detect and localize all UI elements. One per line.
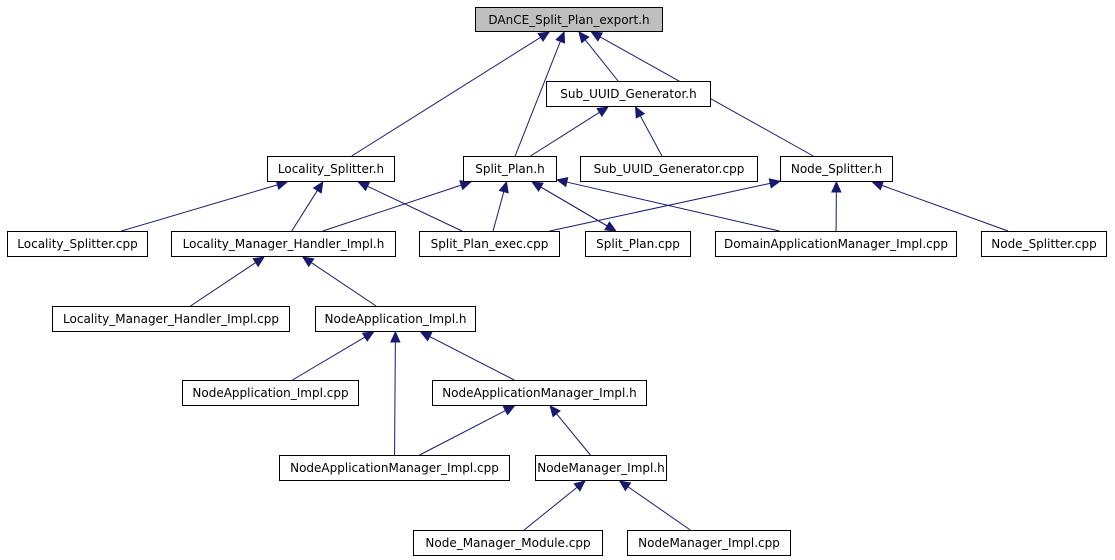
edge-nm_module_cpp-to-nm_impl_h: [523, 486, 578, 531]
arrowhead-sub_uuid_h-to-root: [578, 31, 590, 44]
edge-split_plan_exec_cpp-to-locality_splitter_h: [367, 185, 463, 232]
arrowhead-na_impl_cpp-to-na_impl_h: [361, 331, 375, 342]
edge-split_plan_exec_cpp-to-node_splitter_h: [549, 182, 771, 232]
arrowhead-nam_impl_cpp-to-nam_impl_h: [502, 405, 516, 416]
edge-nam_impl_cpp-to-na_impl_h: [394, 341, 396, 456]
edge-nam_impl_cpp-to-nam_impl_h: [419, 410, 506, 456]
node-root-header: DAnCE_Split_Plan_export.h: [475, 7, 663, 32]
node-domain-application-manager-impl-cpp[interactable]: DomainApplicationManager_Impl.cpp: [715, 231, 957, 257]
edge-sub_uuid_cpp-to-sub_uuid_h: [639, 115, 663, 157]
arrowhead-node_splitter_h-to-root: [590, 31, 604, 42]
arrowhead-na_impl_h-to-lmh_impl_h: [301, 256, 315, 268]
edge-split_plan_h-to-root: [514, 41, 561, 157]
node-nodeapplicationmanager-impl-cpp[interactable]: NodeApplicationManager_Impl.cpp: [279, 455, 510, 481]
arrowhead-lmh_impl_cpp-to-lmh_impl_h: [252, 256, 266, 268]
edge-sub_uuid_h-to-root: [584, 39, 619, 82]
arrowhead-nm_impl_h-to-nam_impl_h: [549, 405, 561, 418]
edge-lmh_impl_h-to-locality_splitter_h: [291, 190, 318, 232]
edge-locality_splitter_cpp-to-locality_splitter_h: [121, 184, 278, 232]
node-nodeapplication-impl-cpp[interactable]: NodeApplication_Impl.cpp: [182, 380, 359, 406]
arrowhead-locality_splitter_h-to-root: [537, 31, 551, 43]
node-node-splitter-h[interactable]: Node_Splitter.h: [780, 156, 893, 182]
node-locality-manager-handler-impl-cpp[interactable]: Locality_Manager_Handler_Impl.cpp: [52, 306, 290, 332]
arrowhead-split_plan_h-to-sub_uuid_h: [596, 106, 609, 118]
edge-split_plan_exec_cpp-to-split_plan_h: [492, 191, 505, 232]
edge-locality_splitter_h-to-root: [351, 36, 541, 157]
arrowhead-lmh_impl_h-to-split_plan_h: [459, 180, 472, 191]
arrowhead-dam_impl_cpp-to-node_splitter_h: [831, 180, 842, 193]
node-split-plan-cpp[interactable]: Split_Plan.cpp: [585, 231, 691, 257]
edge-dam_impl_cpp-to-split_plan_h: [566, 181, 780, 232]
node-sub-uuid-generator-cpp[interactable]: Sub_UUID_Generator.cpp: [580, 156, 758, 182]
arrowhead-lmh_impl_h-to-locality_splitter_h: [312, 180, 324, 194]
edge-node_splitter_cpp-to-node_splitter_h: [881, 184, 1009, 232]
edge-split_plan_h-to-sub_uuid_h: [530, 111, 600, 157]
edge-split_plan_h-to-split_plan_cpp: [531, 181, 608, 227]
node-sub-uuid-generator-h[interactable]: Sub_UUID_Generator.h: [546, 81, 711, 107]
node-locality-splitter-h[interactable]: Locality_Splitter.h: [267, 156, 395, 182]
arrowhead-nam_impl_h-to-na_impl_h: [419, 331, 433, 342]
node-locality-manager-handler-impl-h[interactable]: Locality_Manager_Handler_Impl.h: [171, 231, 396, 257]
edge-na_impl_h-to-lmh_impl_h: [310, 262, 377, 307]
node-split-plan-h[interactable]: Split_Plan.h: [463, 156, 557, 182]
edge-nm_impl_h-to-nam_impl_h: [556, 413, 591, 456]
arrowhead-nam_impl_cpp-to-na_impl_h: [390, 330, 401, 343]
arrowhead-nm_module_cpp-to-nm_impl_h: [573, 480, 586, 492]
node-nodeapplication-impl-h[interactable]: NodeApplication_Impl.h: [315, 306, 476, 332]
edge-lmh_impl_cpp-to-lmh_impl_h: [190, 262, 256, 307]
arrowhead-split_plan_exec_cpp-to-locality_splitter_h: [357, 181, 371, 192]
node-nodeapplicationmanager-impl-h[interactable]: NodeApplicationManager_Impl.h: [432, 380, 647, 406]
arrowhead-split_plan_h-to-root: [555, 30, 566, 44]
edge-lmh_impl_h-to-split_plan_h: [322, 184, 462, 232]
edge-nm_impl_cpp-to-nm_impl_h: [627, 486, 691, 531]
edge-na_impl_cpp-to-na_impl_h: [292, 336, 366, 381]
arrowhead-nm_impl_cpp-to-nm_impl_h: [618, 480, 632, 492]
arrowhead-node_splitter_cpp-to-node_splitter_h: [871, 180, 885, 191]
arrowhead-split_plan_exec_cpp-to-node_splitter_h: [768, 178, 782, 189]
arrowhead-split_plan_exec_cpp-to-split_plan_h: [498, 180, 509, 194]
arrowhead-sub_uuid_cpp-to-sub_uuid_h: [634, 105, 646, 119]
node-nodemanager-impl-cpp[interactable]: NodeManager_Impl.cpp: [627, 530, 791, 556]
arrowhead-split_plan_h-to-split_plan_cpp: [604, 221, 617, 232]
node-nodemanager-impl-h[interactable]: NodeManager_Impl.h: [535, 455, 667, 481]
node-split-plan-exec-cpp[interactable]: Split_Plan_exec.cpp: [419, 231, 560, 257]
node-node-manager-module-cpp[interactable]: Node_Manager_Module.cpp: [413, 530, 603, 556]
edge-nam_impl_h-to-na_impl_h: [429, 336, 515, 381]
node-node-splitter-cpp[interactable]: Node_Splitter.cpp: [981, 231, 1107, 257]
node-locality-splitter-cpp[interactable]: Locality_Splitter.cpp: [7, 231, 148, 257]
arrowhead-dam_impl_cpp-to-split_plan_h: [555, 177, 569, 188]
